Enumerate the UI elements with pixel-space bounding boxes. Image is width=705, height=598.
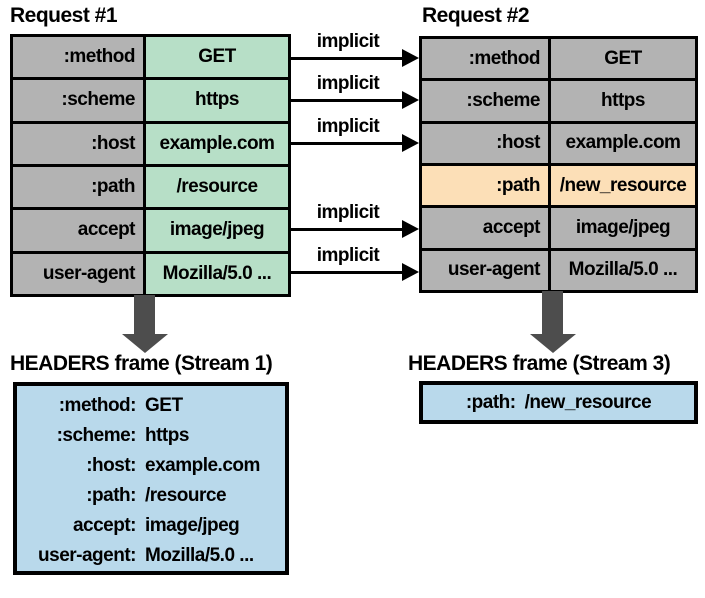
header-name-cell: :method xyxy=(13,37,143,78)
frame-line-value: https xyxy=(145,425,189,446)
implicit-arrow xyxy=(291,271,404,274)
header-value-cell: example.com xyxy=(551,123,695,163)
header-name-cell: user-agent xyxy=(422,250,548,290)
frame-line: accept: image/jpeg xyxy=(21,511,279,541)
header-value-cell: https xyxy=(146,80,288,121)
implicit-label: implicit xyxy=(316,245,380,266)
frame-line-value: example.com xyxy=(145,455,260,476)
header-value-cell: Mozilla/5.0 ... xyxy=(146,253,288,294)
header-name-cell: :scheme xyxy=(422,81,548,121)
implicit-arrow xyxy=(291,228,404,231)
headers-frame1-box: :method: GET :scheme: https :host: examp… xyxy=(13,382,289,575)
down-arrow-icon xyxy=(542,291,563,335)
frame-line-key: :method: xyxy=(58,395,137,416)
frame-line-value: GET xyxy=(145,395,183,416)
frame-line-key: :host: xyxy=(86,455,136,476)
request1-title: Request #1 xyxy=(10,4,118,27)
frame-line-key: :path: xyxy=(86,485,136,506)
frame-line-key: accept: xyxy=(72,515,137,536)
request1-table: :method GET :scheme https :host example.… xyxy=(10,34,291,297)
frame-line-key: :scheme: xyxy=(56,425,137,446)
arrowhead-right-icon xyxy=(402,220,419,238)
frame-line: :path: /resource xyxy=(21,481,279,511)
header-name-cell-highlighted: :path xyxy=(422,165,548,206)
down-arrowhead-icon xyxy=(122,334,168,353)
frame-line-key: :path: xyxy=(465,391,516,413)
implicit-arrow xyxy=(291,142,404,145)
header-value-cell: https xyxy=(551,81,695,121)
frame1-title: HEADERS frame (Stream 1) xyxy=(10,352,273,375)
frame-line: :scheme: https xyxy=(21,421,279,451)
header-value-cell: image/jpeg xyxy=(146,210,288,251)
request2-title: Request #2 xyxy=(422,4,530,27)
frame-line: :method: GET xyxy=(21,391,279,421)
frame-line-value: image/jpeg xyxy=(145,515,240,536)
implicit-arrow xyxy=(291,99,404,102)
headers-frame2-box: :path: /new_resource xyxy=(419,381,698,424)
request2-table: :method GET :scheme https :host example.… xyxy=(419,36,698,293)
down-arrow-icon xyxy=(134,295,155,335)
header-value-cell: GET xyxy=(146,37,288,78)
header-name-cell: :scheme xyxy=(13,80,143,121)
down-arrowhead-icon xyxy=(530,334,576,353)
header-name-cell: user-agent xyxy=(13,253,143,294)
header-name-cell: accept xyxy=(13,210,143,251)
frame-line: :path: /new_resource xyxy=(465,391,652,414)
arrowhead-right-icon xyxy=(402,134,419,152)
arrowhead-right-icon xyxy=(402,263,419,281)
frame-line: user-agent: Mozilla/5.0 ... xyxy=(21,541,279,571)
implicit-label: implicit xyxy=(316,116,380,137)
arrowhead-right-icon xyxy=(402,49,419,67)
header-name-cell: accept xyxy=(422,208,548,248)
frame-line-value: /resource xyxy=(145,485,227,506)
frame-line-value: Mozilla/5.0 ... xyxy=(145,545,254,566)
header-value-cell: example.com xyxy=(146,123,288,164)
header-name-cell: :method xyxy=(422,39,548,79)
implicit-label: implicit xyxy=(316,73,380,94)
implicit-label: implicit xyxy=(316,31,380,52)
header-value-cell: /resource xyxy=(146,166,288,208)
implicit-arrow xyxy=(291,57,404,60)
header-name-cell: :host xyxy=(13,123,143,164)
frame2-title: HEADERS frame (Stream 3) xyxy=(408,352,671,375)
header-name-cell: :path xyxy=(13,166,143,208)
arrowhead-right-icon xyxy=(402,91,419,109)
header-name-cell: :host xyxy=(422,123,548,163)
implicit-label: implicit xyxy=(316,202,380,223)
header-value-cell: Mozilla/5.0 ... xyxy=(551,250,695,290)
header-value-cell: GET xyxy=(551,39,695,79)
frame-line-value: /new_resource xyxy=(524,391,652,413)
header-value-cell: image/jpeg xyxy=(551,208,695,248)
header-value-cell-highlighted: /new_resource xyxy=(551,165,695,206)
frame-line: :host: example.com xyxy=(21,451,279,481)
frame-line-key: user-agent: xyxy=(38,545,136,566)
